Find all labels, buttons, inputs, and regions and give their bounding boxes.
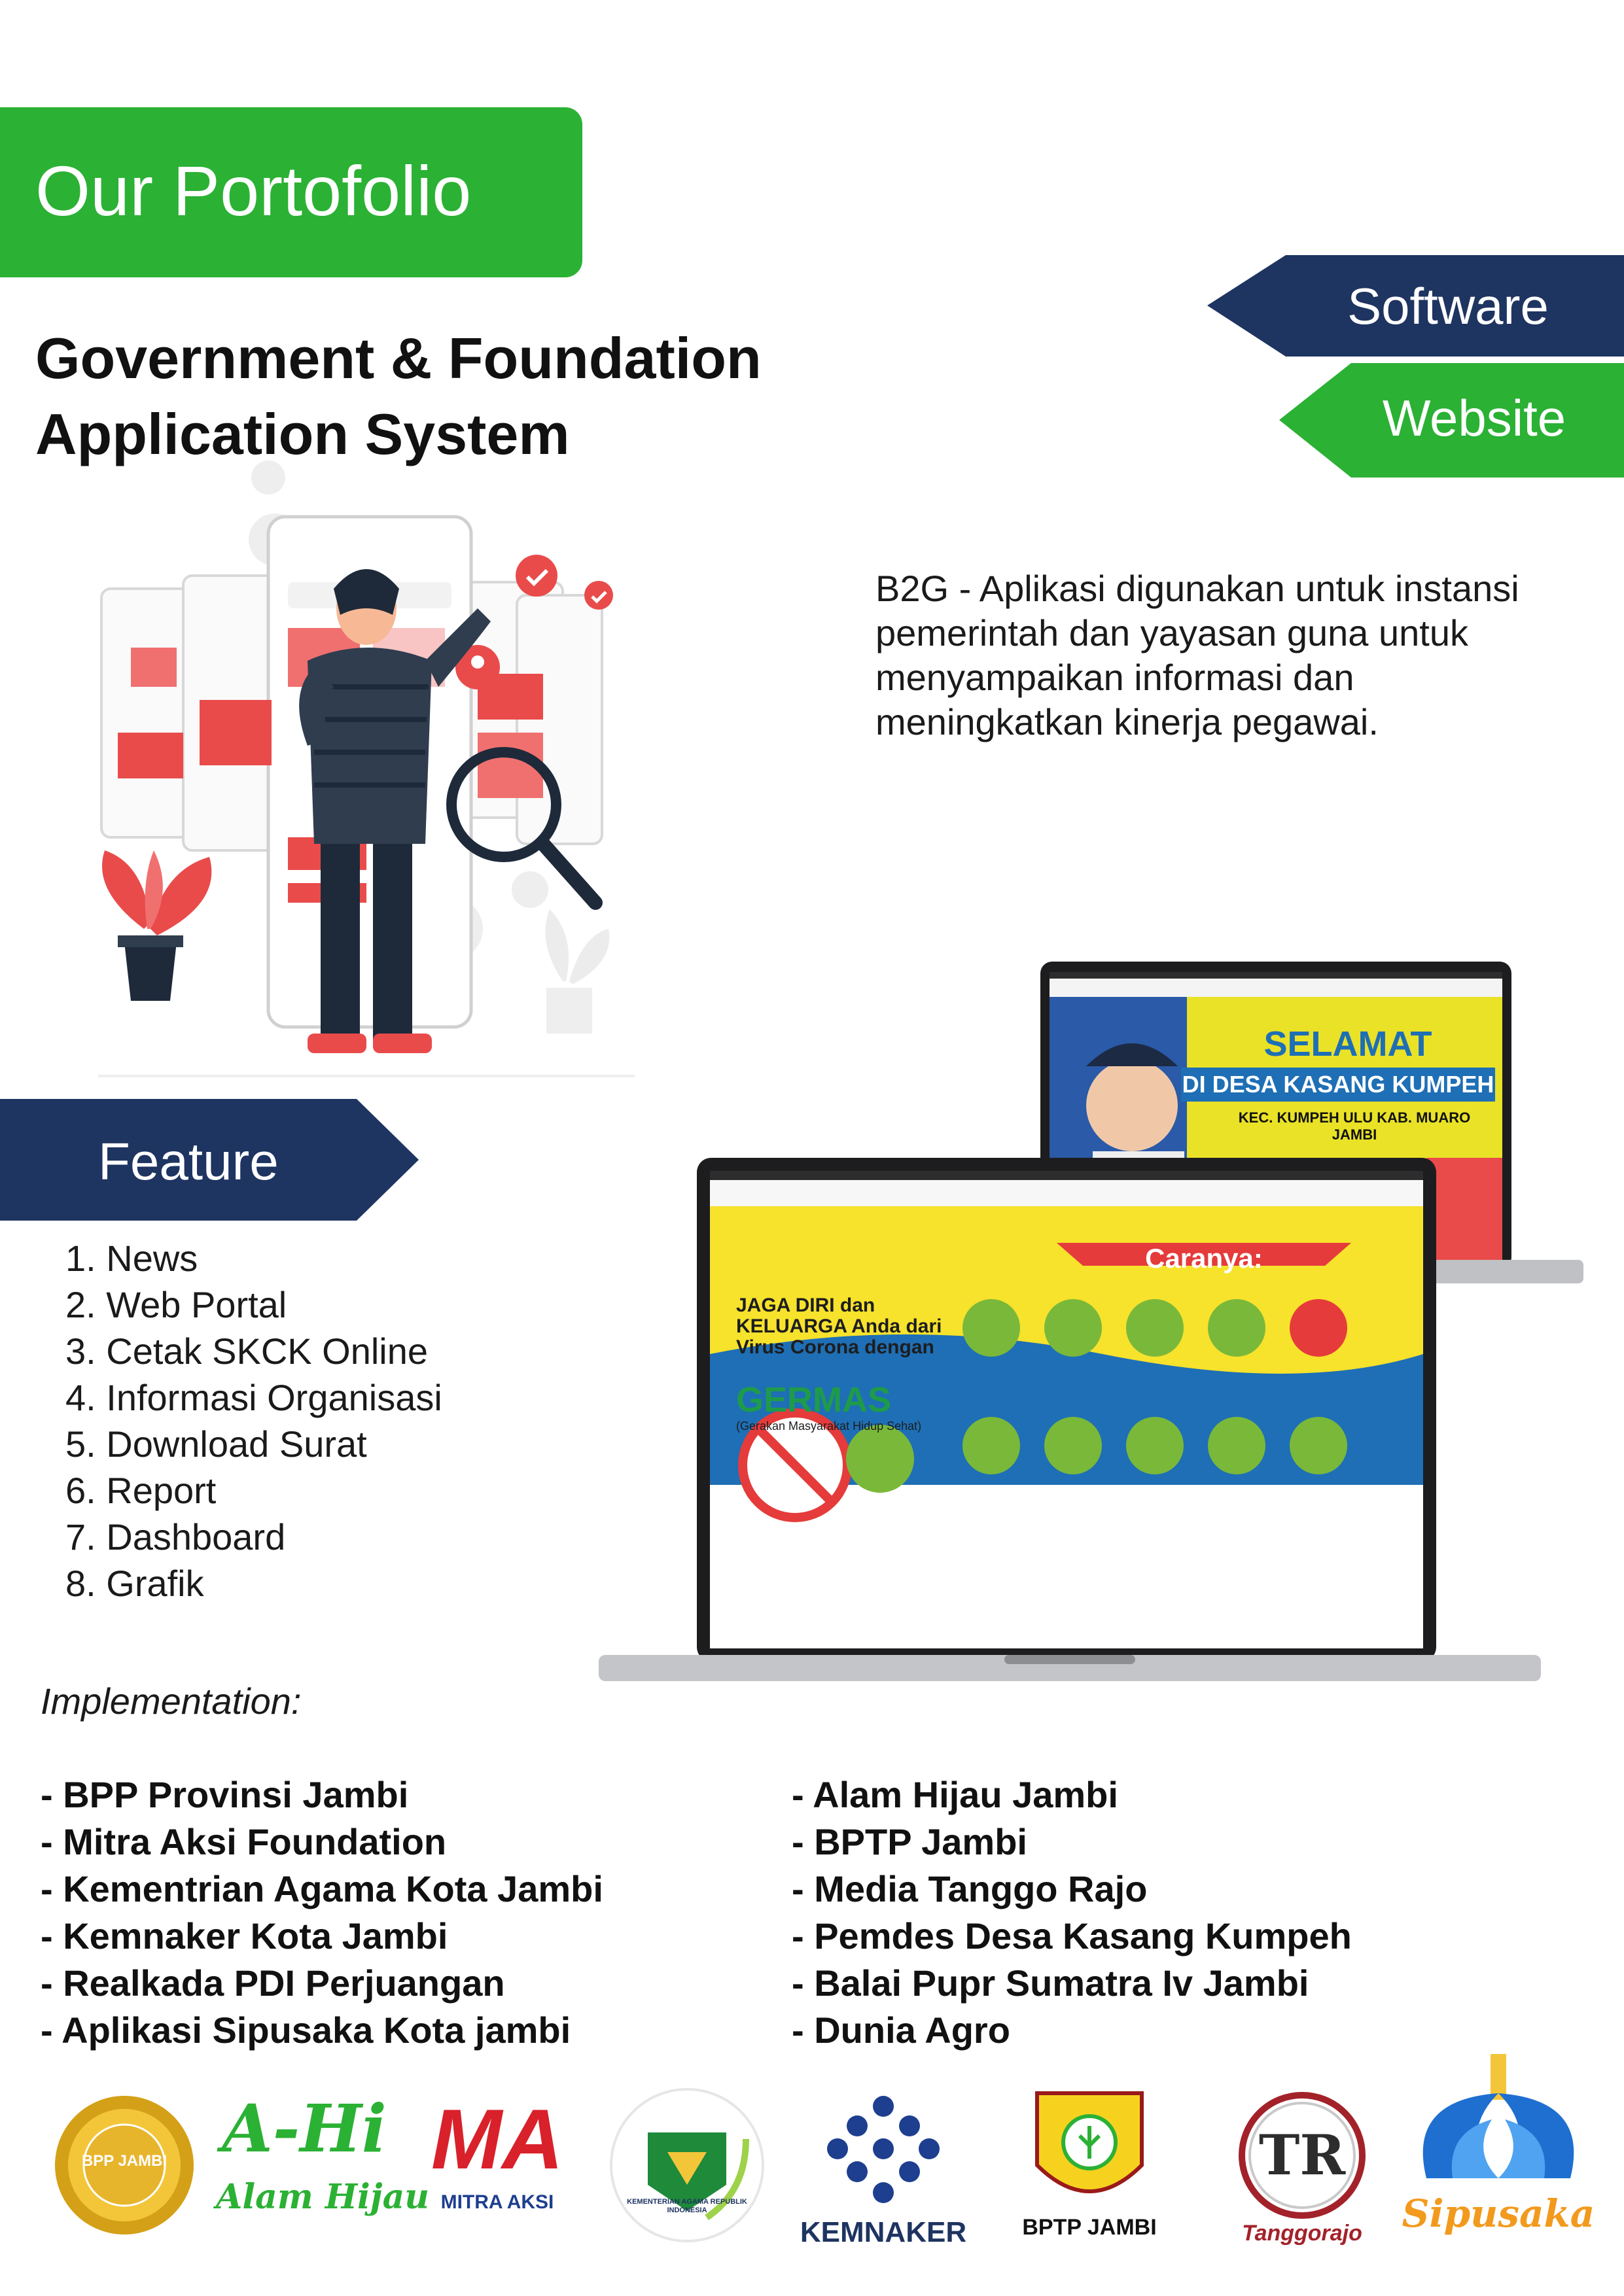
alam-hijau-logo: A-Hi	[222, 2090, 387, 2167]
portfolio-badge	[0, 107, 582, 277]
implementation-item: - Mitra Aksi Foundation	[41, 1821, 447, 1862]
feature-banner	[0, 1099, 419, 1221]
feature-item: 6. Report	[65, 1470, 217, 1511]
bptp-jambi-logo-text: BPTP JAMBI	[1022, 2215, 1157, 2240]
implementation-item: - Alam Hijau Jambi	[792, 1774, 1118, 1815]
front-screen-caranya: Caranya:	[1145, 1243, 1263, 1274]
title-line-1: Government & Foundation	[35, 326, 762, 391]
software-tag-shape	[1207, 255, 1624, 357]
implementation-item: - Balai Pupr Sumatra Iv Jambi	[792, 1962, 1309, 2004]
website-tag: Website	[1382, 389, 1566, 447]
implementation-item: - Kementrian Agama Kota Jambi	[41, 1868, 603, 1909]
implementation-item: - BPTP Jambi	[792, 1821, 1027, 1862]
sipusaka-logo	[1422, 2054, 1574, 2178]
tanggorajo-logo-mark: TR	[1258, 2123, 1346, 2187]
software-tag: Software	[1347, 277, 1549, 335]
feature-item: 2. Web Portal	[65, 1284, 287, 1325]
feature-item: 3. Cetak SKCK Online	[65, 1331, 429, 1372]
bptp-jambi-logo	[1035, 2091, 1144, 2193]
feature-list: 1. News 2. Web Portal 3. Cetak SKCK Onli…	[65, 1235, 442, 1607]
tanggorajo-logo	[1239, 2092, 1366, 2219]
front-screen-germas-sub: (Gerakan Masyarakat Hidup Sehat)	[736, 1419, 922, 1433]
check-icon	[516, 555, 557, 597]
feature-item: 1. News	[65, 1238, 198, 1279]
page-title: Government & Foundation Application Syst…	[35, 321, 886, 472]
implementation-item: - BPP Provinsi Jambi	[41, 1774, 409, 1815]
website-tag-shape	[1279, 363, 1624, 478]
kemenag-logo-text: KEMENTERIAN AGAMA REPUBLIK INDONESIA	[627, 2198, 747, 2214]
feature-item: 8. Grafik	[65, 1563, 204, 1604]
feature-heading: Feature	[98, 1132, 279, 1191]
implementation-item: - Media Tanggo Rajo	[792, 1868, 1148, 1909]
back-screen-banner-line2: DI DESA KASANG KUMPEH	[1181, 1068, 1495, 1102]
feature-item: 5. Download Surat	[65, 1423, 367, 1465]
front-screen-headline: JAGA DIRI dan KELUARGA Anda dari Virus C…	[736, 1295, 942, 1358]
implementation-item: - Aplikasi Sipusaka Kota jambi	[41, 2009, 571, 2051]
tanggorajo-logo-text: Tanggorajo	[1242, 2221, 1362, 2246]
description-text: B2G - Aplikasi digunakan untuk instansi …	[875, 568, 1519, 742]
implementation-item: - Kemnaker Kota Jambi	[41, 1915, 448, 1957]
implementation-list-left: - BPP Provinsi Jambi - Mitra Aksi Founda…	[41, 1771, 603, 2054]
magnifier-icon	[446, 747, 561, 862]
back-screen-banner-line3: KEC. KUMPEH ULU KAB. MUARO JAMBI	[1238, 1109, 1471, 1143]
mitra-aksi-logo: MA	[431, 2091, 564, 2187]
bpp-jambi-logo-text: BPP JAMBI	[81, 2152, 168, 2170]
title-line-2: Application System	[35, 402, 570, 466]
implementation-list-right: - Alam Hijau Jambi - BPTP Jambi - Media …	[792, 1771, 1352, 2054]
kemnaker-logo	[827, 2096, 940, 2203]
sipusaka-logo-text: Sipusaka	[1402, 2191, 1595, 2236]
kemnaker-logo-text: KEMNAKER	[800, 2216, 967, 2248]
feature-item: 4. Informasi Organisasi	[65, 1377, 442, 1418]
mitra-aksi-logo-subtext: MITRA AKSI	[440, 2191, 554, 2213]
front-screen-germas: GERMAS	[736, 1380, 892, 1419]
feature-item: 7. Dashboard	[65, 1516, 286, 1557]
implementation-item: - Pemdes Desa Kasang Kumpeh	[792, 1915, 1352, 1957]
implementation-item: - Realkada PDI Perjuangan	[41, 1962, 505, 2004]
alam-hijau-logo-subtext: Alam Hijau	[216, 2177, 430, 2217]
developer-illustration	[98, 461, 635, 1077]
implementation-heading: Implementation:	[41, 1680, 302, 1722]
laptop-front	[599, 1158, 1541, 1681]
portfolio-badge-title: Our Portofolio	[35, 151, 472, 230]
kemenag-logo	[610, 2088, 764, 2242]
check-icon	[584, 581, 613, 610]
implementation-item: - Dunia Agro	[792, 2009, 1010, 2051]
bpp-jambi-logo	[55, 2096, 194, 2235]
